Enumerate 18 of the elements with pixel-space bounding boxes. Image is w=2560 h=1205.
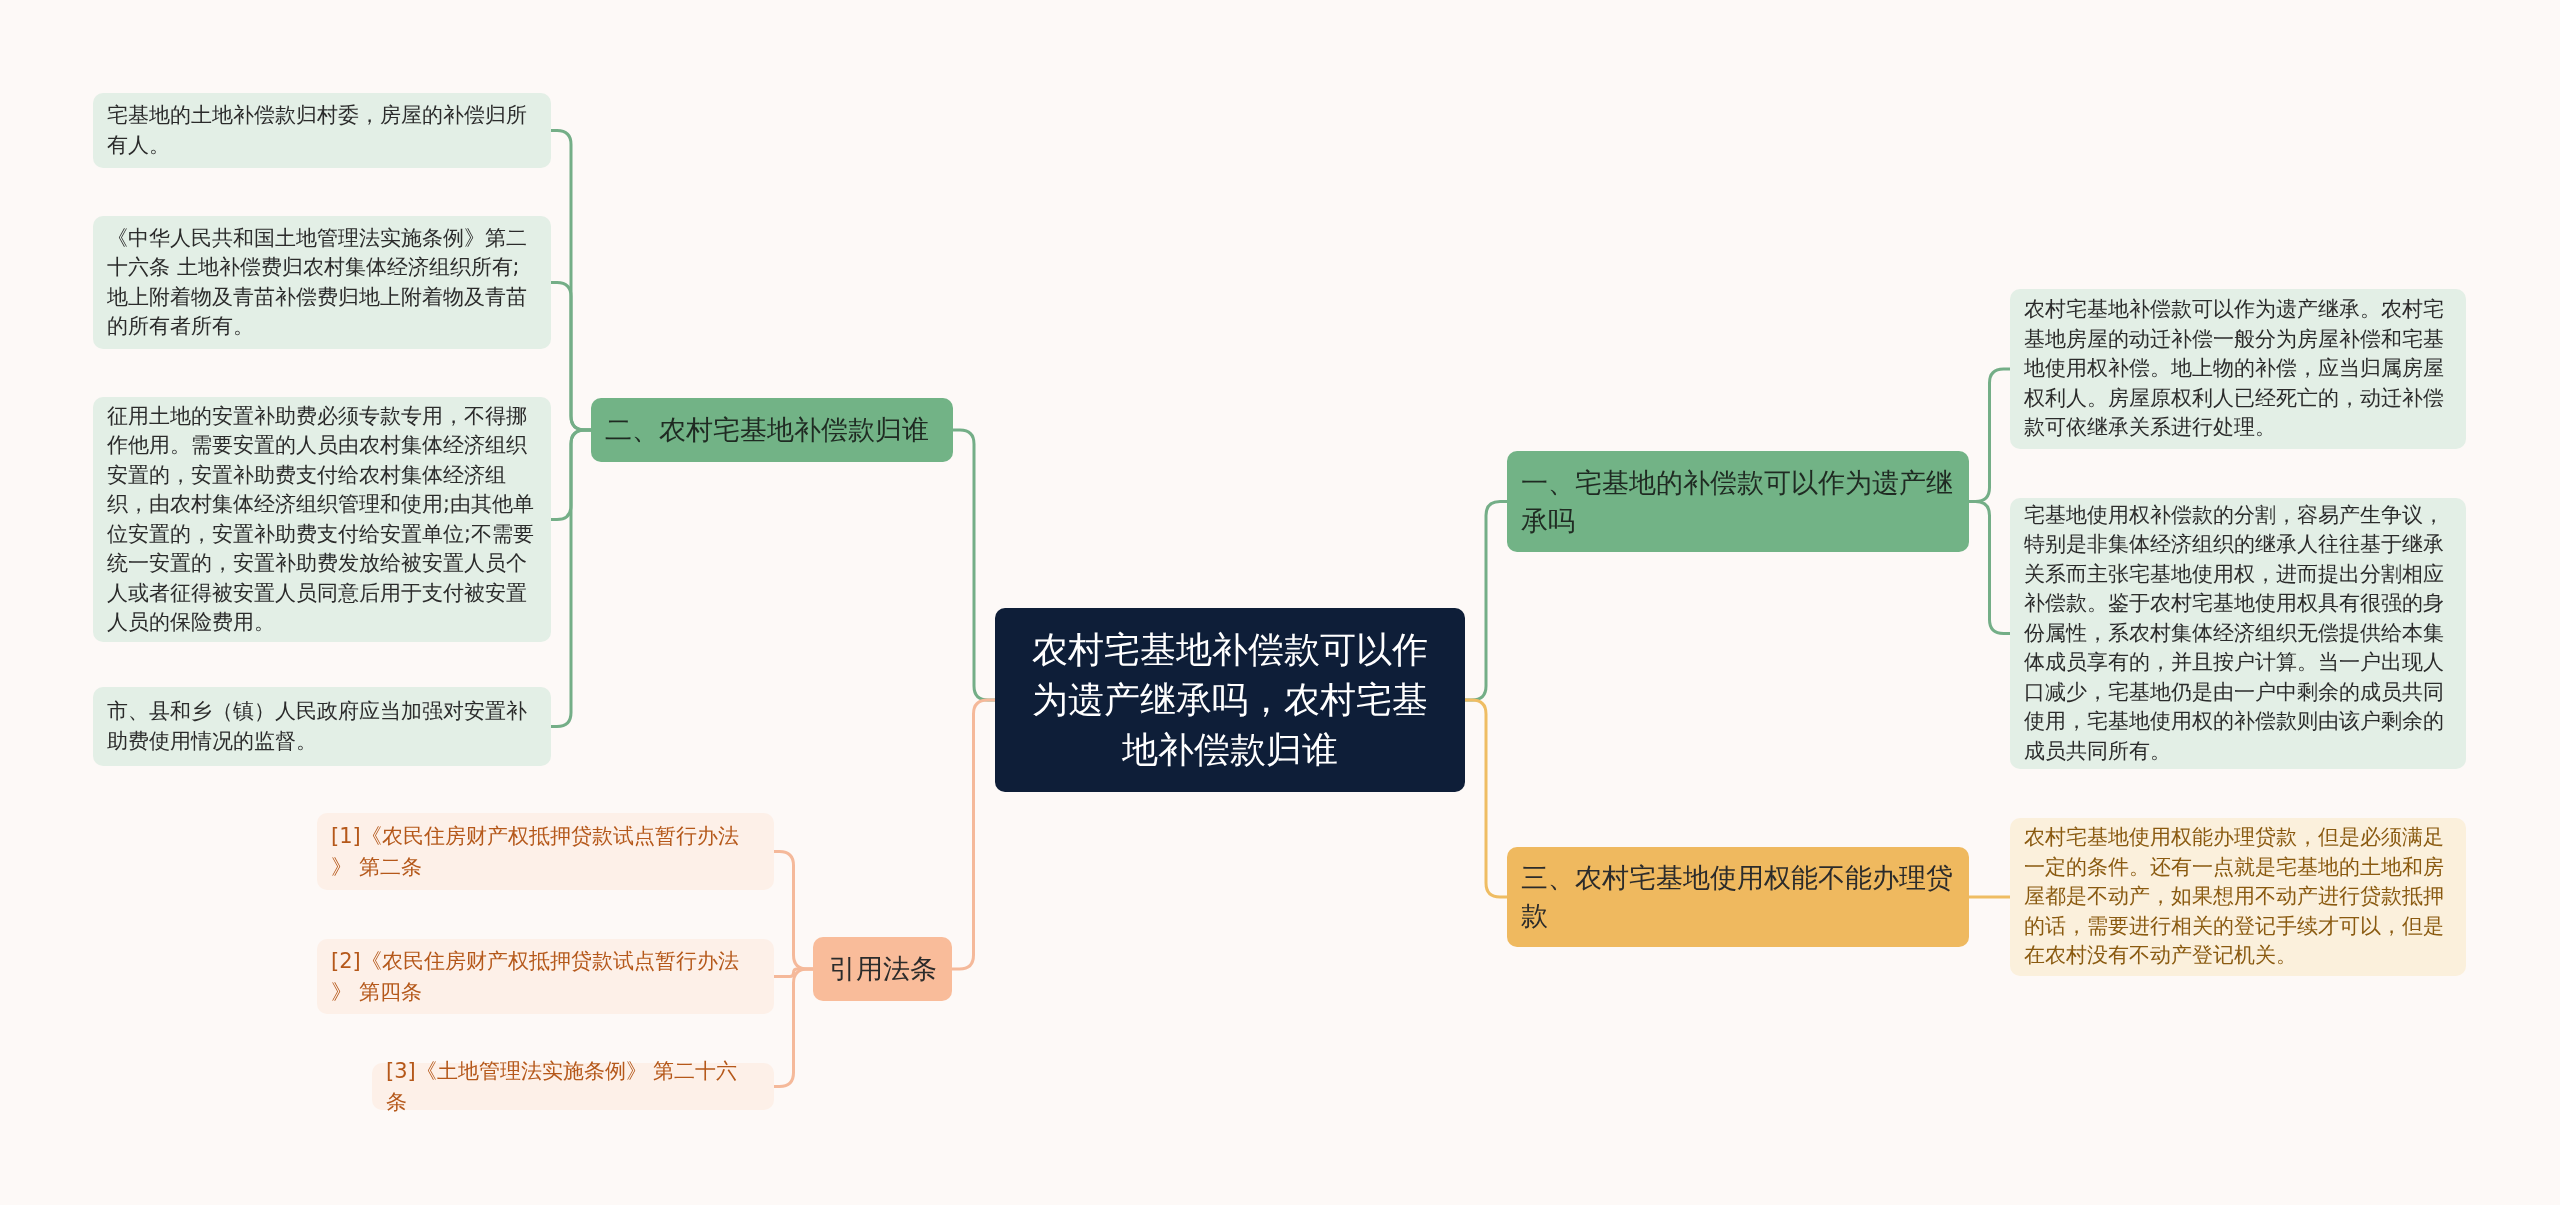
- note-box: 宅基地的土地补偿款归村委，房屋的补偿归所有人。: [93, 93, 551, 168]
- branch-topic-box: 二、农村宅基地补偿款归谁: [591, 398, 953, 462]
- note-box: 宅基地使用权补偿款的分割，容易产生争议，特别是非集体经济组织的继承人往往基于继承关系而主张宅基地使用权，进而提出分割相应补偿款。鉴于农村宅基地使用权具有很强的身份属性，系农村集体经济组织无偿提供给本集体成员享有的，并且按户计算。当一户出现人口减少，宅基地仍是由一户中剩余的成员共同使用，宅基地使用权的补偿款则由该户剩余的成员共同所有。: [2010, 498, 2466, 769]
- branch-topic-box: 引用法条: [813, 937, 952, 1001]
- connector-line: [1969, 500, 2010, 635]
- connector-line: [1465, 698, 1507, 899]
- connector-line: [952, 698, 995, 971]
- branch-topic-box: 三、农村宅基地使用权能不能办理贷款: [1507, 847, 1969, 947]
- note-box: 市、县和乡（镇）人民政府应当加强对安置补助费使用情况的监督。: [93, 687, 551, 766]
- branch-topic-box: 一、宅基地的补偿款可以作为遗产继承吗: [1507, 451, 1969, 552]
- connector-line: [1969, 895, 2010, 899]
- note-box: 农村宅基地使用权能办理贷款，但是必须满足一定的条件。还有一点就是宅基地的土地和房屋都是不动产，如果想用不动产进行贷款抵押的话，需要进行相关的登记手续才可以，但是在农村没有不动产登记机关。: [2010, 818, 2466, 976]
- citation-box: [1]《农民住房财产权抵押贷款试点暂行办法》 第二条: [317, 813, 774, 890]
- note-box: 《中华人民共和国土地管理法实施条例》第二十六条 土地补偿费归农村集体经济组织所有;地上附着物及青苗补偿费归地上附着物及青苗的所有者所有。: [93, 216, 551, 349]
- note-box: 征用土地的安置补助费必须专款专用，不得挪作他用。需要安置的人员由农村集体经济组织安置的，安置补助费支付给农村集体经济组织，由农村集体经济组织管理和使用;由其他单位安置的，安置补助费支付给安置单位;不需要统一安置的，安置补助费发放给被安置人员个人或者征得被安置人员同意后用于支付被安置人员的保险费用。: [93, 397, 551, 642]
- root-topic-box: 农村宅基地补偿款可以作为遗产继承吗，农村宅基地补偿款归谁: [995, 608, 1465, 792]
- note-box: 农村宅基地补偿款可以作为遗产继承。农村宅基地房屋的动迁补偿一般分为房屋补偿和宅基地使用权补偿。地上物的补偿，应当归属房屋权利人。房屋原权利人已经死亡的，动迁补偿款可依继承关系进行处理。: [2010, 289, 2466, 449]
- citation-box: [2]《农民住房财产权抵押贷款试点暂行办法》 第四条: [317, 939, 774, 1014]
